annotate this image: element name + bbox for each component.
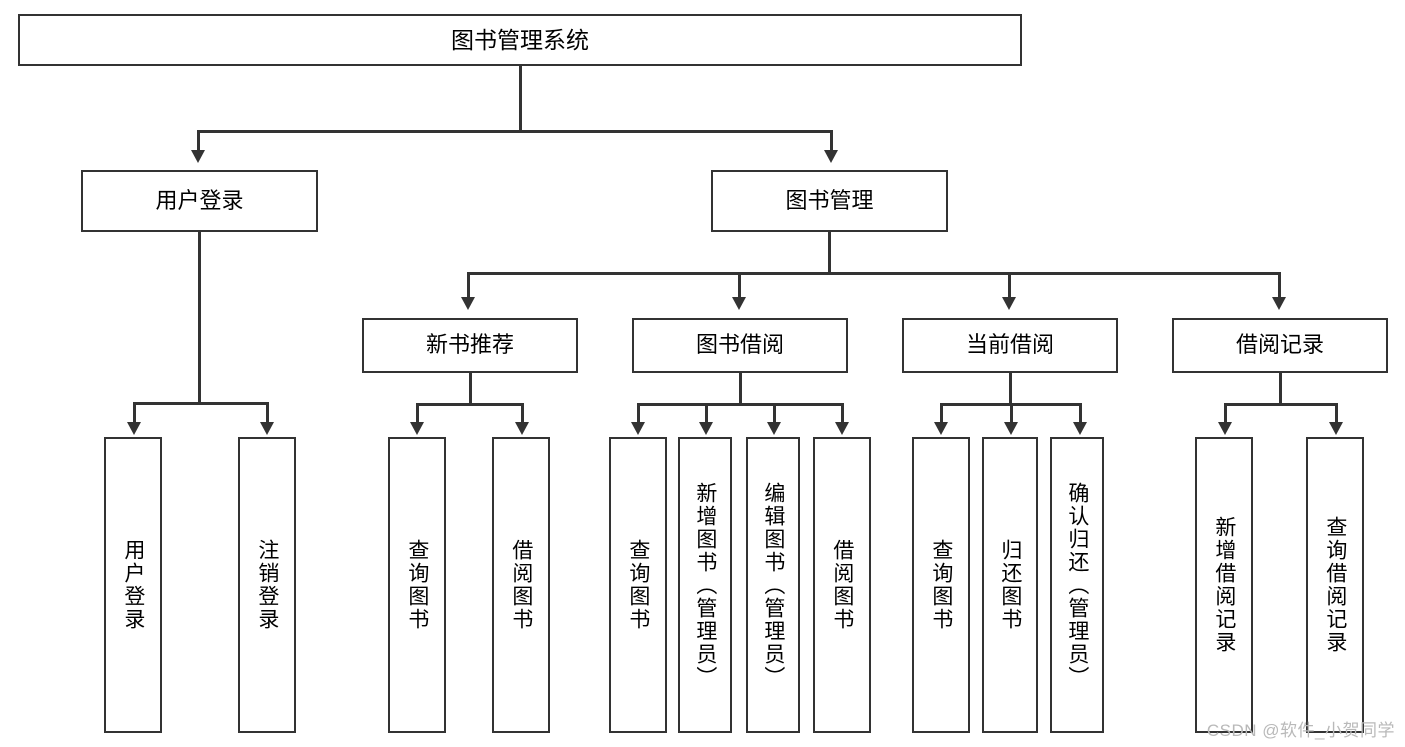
node-label: 借阅图书 <box>830 539 854 631</box>
connector-user-login-bar <box>133 402 268 405</box>
node-label: 新书推荐 <box>425 332 514 358</box>
node-label: 新增图书（管理员） <box>693 481 717 689</box>
node-label: 用户登录 <box>155 187 244 213</box>
leaf-user-logout[interactable]: 注销登录 <box>238 437 296 733</box>
connector-bb-branch-3 <box>773 403 776 424</box>
connector-nbr-branch-2 <box>521 403 524 424</box>
arrow-bm-to-book-borrow <box>732 297 746 310</box>
arrow-cb-leaf-1 <box>934 422 948 435</box>
node-book-borrow[interactable]: 图书借阅 <box>632 318 848 373</box>
arrow-root-to-user-login <box>191 150 205 163</box>
connector-br-branch-1 <box>1224 403 1227 424</box>
leaf-nbr-borrow-book[interactable]: 借阅图书 <box>492 437 550 733</box>
node-label: 当前借阅 <box>965 332 1054 358</box>
connector-cb-stem <box>1009 373 1012 405</box>
node-label: 注销登录 <box>255 539 279 631</box>
node-label: 借阅记录 <box>1235 332 1324 358</box>
connector-cb-branch-2 <box>1010 403 1013 424</box>
connector-user-login-branch-2 <box>266 402 269 424</box>
connector-bb-stem <box>739 373 742 405</box>
arrow-root-to-book-management <box>824 150 838 163</box>
arrow-br-leaf-1 <box>1218 422 1232 435</box>
node-root-book-management-system[interactable]: 图书管理系统 <box>18 14 1022 66</box>
connector-root-stem <box>519 66 522 131</box>
connector-bb-branch-2 <box>705 403 708 424</box>
leaf-cb-confirm-return-admin[interactable]: 确认归还（管理员） <box>1050 437 1104 733</box>
arrow-user-login-leaf-2 <box>260 422 274 435</box>
arrow-bb-leaf-4 <box>835 422 849 435</box>
connector-bm-branch-2 <box>738 272 741 299</box>
arrow-bb-leaf-1 <box>631 422 645 435</box>
leaf-cb-return-book[interactable]: 归还图书 <box>982 437 1038 733</box>
leaf-bb-edit-book-admin[interactable]: 编辑图书（管理员） <box>746 437 800 733</box>
connector-br-branch-2 <box>1335 403 1338 424</box>
arrow-bm-to-current-borrow <box>1002 297 1016 310</box>
node-label: 图书借阅 <box>695 332 784 358</box>
connector-book-management-stem <box>828 232 831 274</box>
leaf-bb-borrow-book[interactable]: 借阅图书 <box>813 437 871 733</box>
node-label: 查询借阅记录 <box>1323 516 1347 654</box>
node-borrow-record[interactable]: 借阅记录 <box>1172 318 1388 373</box>
connector-nbr-bar <box>416 403 523 406</box>
connector-bb-branch-1 <box>637 403 640 424</box>
leaf-br-add-record[interactable]: 新增借阅记录 <box>1195 437 1253 733</box>
arrow-bm-to-borrow-record <box>1272 297 1286 310</box>
arrow-cb-leaf-2 <box>1004 422 1018 435</box>
leaf-bb-add-book-admin[interactable]: 新增图书（管理员） <box>678 437 732 733</box>
arrow-cb-leaf-3 <box>1073 422 1087 435</box>
node-label: 编辑图书（管理员） <box>761 481 785 689</box>
connector-user-login-branch-1 <box>133 402 136 424</box>
connector-bm-branch-4 <box>1278 272 1281 299</box>
connector-bm-branch-1 <box>467 272 470 299</box>
arrow-bb-leaf-2 <box>699 422 713 435</box>
csdn-watermark: CSDN @软件_小贺同学 <box>1206 721 1395 740</box>
connector-root-to-user-login <box>197 130 200 152</box>
node-book-management[interactable]: 图书管理 <box>711 170 948 232</box>
node-label: 借阅图书 <box>509 539 533 631</box>
arrow-user-login-leaf-1 <box>127 422 141 435</box>
connector-book-management-bar <box>467 272 1280 275</box>
node-label: 查询图书 <box>929 539 953 631</box>
arrow-nbr-leaf-1 <box>410 422 424 435</box>
node-current-borrow[interactable]: 当前借阅 <box>902 318 1118 373</box>
connector-nbr-stem <box>469 373 472 405</box>
arrow-bb-leaf-3 <box>767 422 781 435</box>
node-label: 图书管理 <box>785 187 874 213</box>
arrow-br-leaf-2 <box>1329 422 1343 435</box>
connector-bb-bar <box>637 403 844 406</box>
leaf-br-query-record[interactable]: 查询借阅记录 <box>1306 437 1364 733</box>
node-label: 图书管理系统 <box>451 26 589 53</box>
connector-cb-branch-1 <box>940 403 943 424</box>
connector-br-stem <box>1279 373 1282 405</box>
arrow-nbr-leaf-2 <box>515 422 529 435</box>
node-label: 用户登录 <box>121 539 145 631</box>
connector-cb-branch-3 <box>1079 403 1082 424</box>
leaf-user-login[interactable]: 用户登录 <box>104 437 162 733</box>
arrow-bm-to-new-book-recommend <box>461 297 475 310</box>
node-label: 查询图书 <box>626 539 650 631</box>
node-label: 归还图书 <box>998 539 1022 631</box>
node-new-book-recommend[interactable]: 新书推荐 <box>362 318 578 373</box>
node-label: 确认归还（管理员） <box>1065 481 1089 689</box>
connector-bm-branch-3 <box>1008 272 1011 299</box>
connector-root-to-book-management <box>830 130 833 152</box>
connector-root-bar <box>197 130 832 133</box>
connector-user-login-stem <box>198 232 201 404</box>
connector-bb-branch-4 <box>841 403 844 424</box>
node-label: 新增借阅记录 <box>1212 516 1236 654</box>
leaf-bb-query-book[interactable]: 查询图书 <box>609 437 667 733</box>
connector-nbr-branch-1 <box>416 403 419 424</box>
node-label: 查询图书 <box>405 539 429 631</box>
node-user-login[interactable]: 用户登录 <box>81 170 318 232</box>
leaf-nbr-query-book[interactable]: 查询图书 <box>388 437 446 733</box>
leaf-cb-query-book[interactable]: 查询图书 <box>912 437 970 733</box>
connector-br-bar <box>1224 403 1337 406</box>
